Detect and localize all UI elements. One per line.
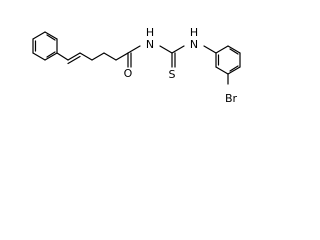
- nitrogen-left-label: N: [146, 38, 154, 51]
- hydrogen-right-label: H: [190, 26, 198, 39]
- chemical-structure-canvas: N H N H O S Br: [0, 0, 308, 117]
- oxygen-label: O: [124, 67, 133, 80]
- molecule-drawing: N H N H O S Br: [32, 26, 241, 105]
- thiourea-core: [159, 45, 217, 68]
- phenyl-ring: [32, 31, 58, 61]
- bromophenyl-ring: [215, 45, 241, 85]
- nitrogen-right-label: N: [190, 38, 198, 51]
- cinnamoyl-chain: [56, 45, 141, 68]
- hydrogen-left-label: H: [146, 26, 154, 39]
- sulfur-label: S: [169, 68, 176, 81]
- bromine-label: Br: [225, 92, 238, 105]
